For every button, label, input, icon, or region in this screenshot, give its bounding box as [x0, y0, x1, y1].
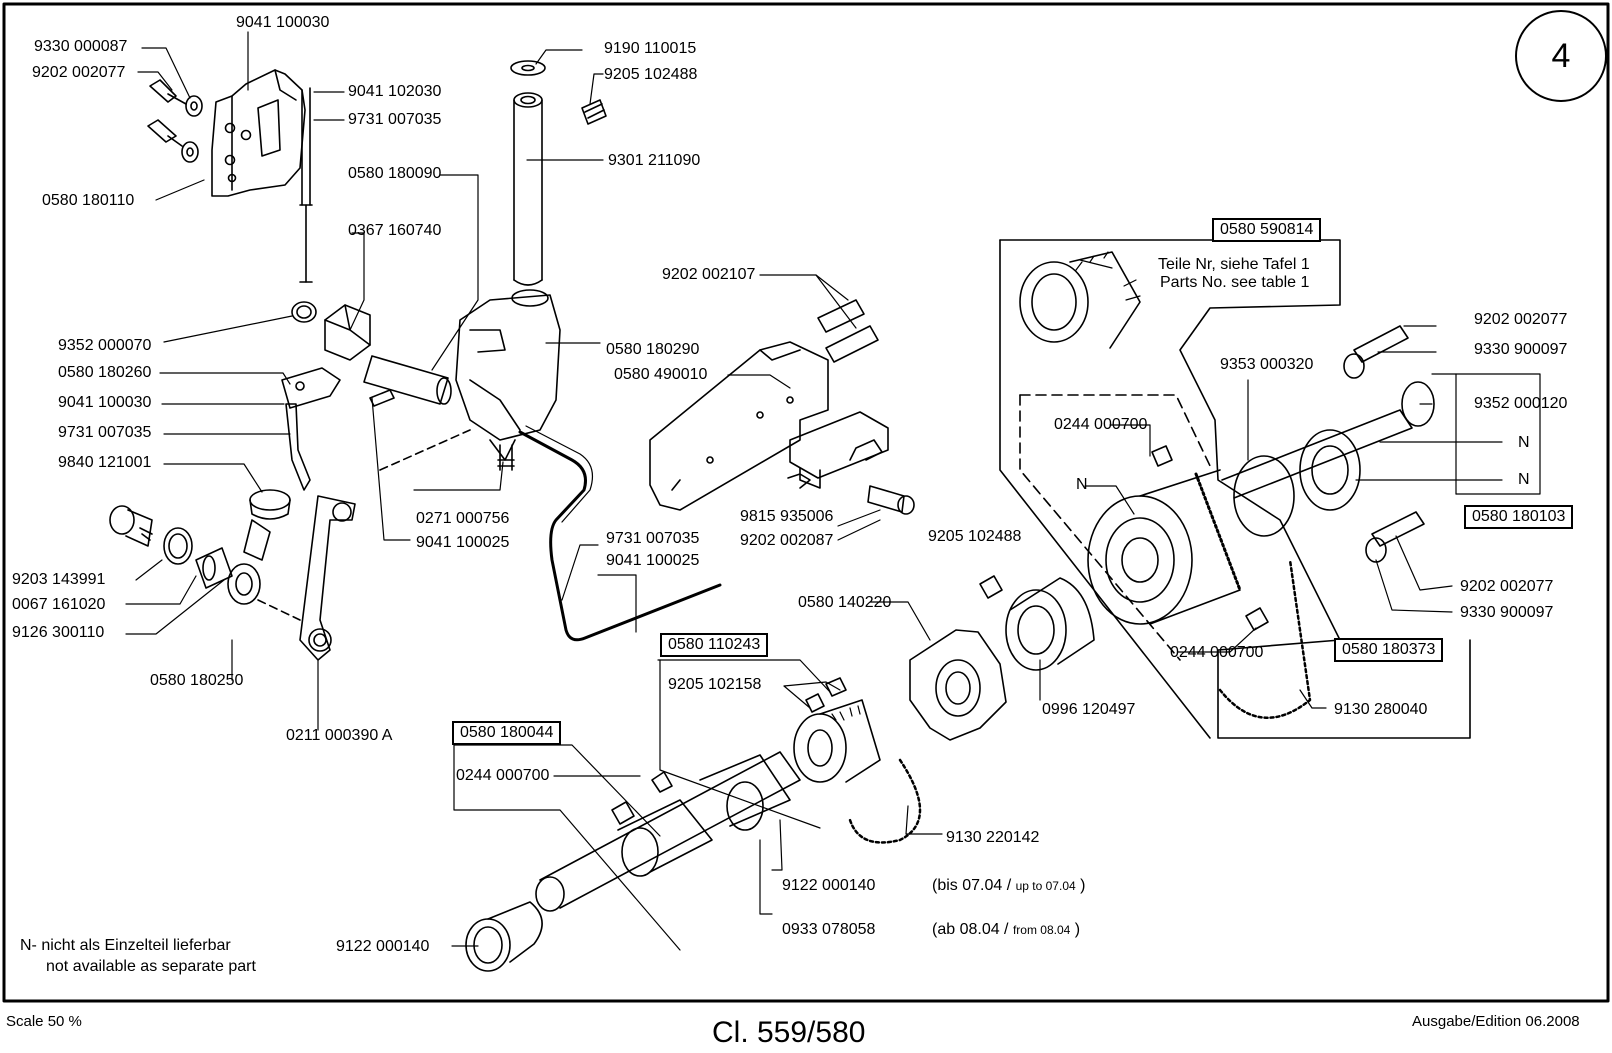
part-label: 9202 002077	[1460, 578, 1554, 595]
part-label: 9815 935006	[740, 508, 834, 525]
cam-and-bearing	[909, 575, 1095, 741]
part-label: 0580 180110	[42, 192, 135, 209]
left-linkage	[109, 367, 471, 661]
page-border	[2, 2, 1610, 1003]
assembly-box-label: 0580 590814	[1212, 218, 1322, 242]
scale-text: Scale 50 %	[6, 1013, 82, 1030]
part-label: 9126 300110	[12, 624, 105, 641]
part-label: 0580 490010	[614, 366, 708, 383]
part-label: 0996 120497	[1042, 701, 1136, 718]
page-number-badge: 4	[1515, 10, 1607, 102]
part-label: 0244 000700	[1170, 644, 1264, 661]
version-note-from: (ab 08.04 / from 08.04 )	[932, 921, 1081, 938]
part-label: 0271 000756	[416, 510, 510, 527]
part-label: 0580 180090	[348, 165, 442, 182]
part-label: 0580 180260	[58, 364, 152, 381]
part-label: 9041 100030	[236, 14, 330, 31]
part-label: 9330 000087	[34, 38, 128, 55]
part-label: 9330 900097	[1460, 604, 1554, 621]
part-label: 0580 180290	[606, 341, 700, 358]
footnote-en: not available as separate part	[46, 958, 256, 975]
part-label: 9122 000140	[336, 938, 430, 955]
part-label: 0367 160740	[348, 222, 442, 239]
footnote-de: N- nicht als Einzelteil lieferbar	[20, 937, 231, 954]
center-housing	[291, 289, 561, 471]
right-pulley-assembly	[999, 239, 1471, 739]
part-label: 0933 078058	[782, 921, 876, 938]
not-separate-marker: N	[1518, 434, 1530, 451]
part-label: 0211 000390 A	[286, 727, 393, 744]
edition-text: Ausgabe/Edition 06.2008	[1412, 1013, 1580, 1030]
part-label: 9041 100025	[416, 534, 510, 551]
leader-lines	[125, 31, 1541, 951]
part-label: 9130 220142	[946, 829, 1040, 846]
part-label: 9130 280040	[1334, 701, 1428, 718]
part-label: 9122 000140	[782, 877, 876, 894]
part-label: 0244 000700	[456, 767, 550, 784]
assembly-box-label: 0580 180103	[1464, 505, 1574, 529]
not-separate-marker: N	[1076, 476, 1088, 493]
part-label: 9205 102158	[668, 676, 762, 693]
vertical-shaft	[510, 60, 607, 286]
part-label: 9203 143991	[12, 571, 106, 588]
bracket-assembly-topleft	[147, 69, 313, 283]
lower-shaft-assembly	[465, 677, 922, 972]
mounting-plate	[649, 299, 915, 515]
part-label: 9202 002077	[1474, 311, 1568, 328]
parts-reference-de: Teile Nr, siehe Tafel 1	[1158, 256, 1310, 273]
assembly-box-label: 0580 110243	[660, 633, 769, 657]
not-separate-marker: N	[1518, 471, 1530, 488]
part-label: 0580 180250	[150, 672, 244, 689]
assembly-box-label: 0580 180044	[452, 721, 562, 745]
part-label: 9205 102488	[928, 528, 1022, 545]
cable	[518, 425, 722, 642]
part-label: 9353 000320	[1220, 356, 1314, 373]
part-label: 0244 000700	[1054, 416, 1148, 433]
part-label: 9205 102488	[604, 66, 698, 83]
part-label: 9202 002087	[740, 532, 834, 549]
part-label: 9041 102030	[348, 83, 442, 100]
part-label: 0067 161020	[12, 596, 106, 613]
page-title: Cl. 559/580	[712, 1016, 866, 1049]
part-label: 0580 140220	[798, 594, 892, 611]
part-label: 9731 007035	[58, 424, 152, 441]
part-label: 9840 121001	[58, 454, 152, 471]
part-label: 9731 007035	[606, 530, 700, 547]
part-label: 9301 211090	[608, 152, 701, 169]
part-label: 9731 007035	[348, 111, 442, 128]
part-label: 9330 900097	[1474, 341, 1568, 358]
part-label: 9041 100025	[606, 552, 700, 569]
part-label: 9190 110015	[604, 40, 697, 57]
version-note-upto: (bis 07.04 / up to 07.04 )	[932, 877, 1086, 894]
assembly-box-label: 0580 180373	[1334, 638, 1444, 662]
part-label: 9202 002107	[662, 266, 756, 283]
part-label: 9352 000070	[58, 337, 152, 354]
parts-reference-en: Parts No. see table 1	[1160, 274, 1310, 291]
part-label: 9041 100030	[58, 394, 152, 411]
part-label: 9352 000120	[1474, 395, 1568, 412]
part-label: 9202 002077	[32, 64, 126, 81]
